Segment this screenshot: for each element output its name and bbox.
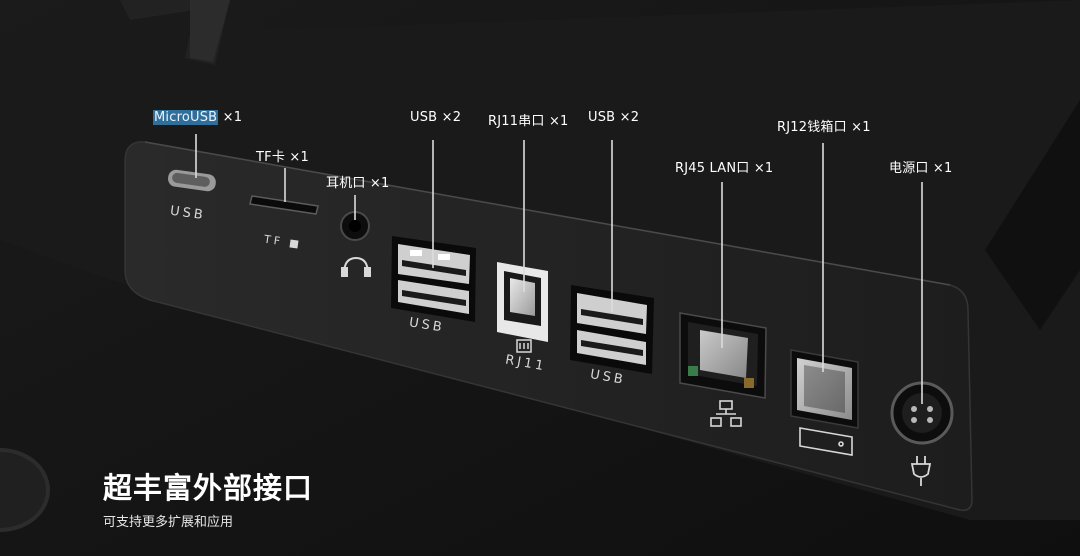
power-plug-icon (910, 456, 932, 486)
earphone-jack (340, 211, 370, 241)
rj45-port (679, 312, 767, 399)
micro-usb-port (168, 169, 216, 192)
subtitle: 可支持更多扩展和应用 (103, 515, 234, 530)
power-port (890, 381, 954, 445)
right-stand (985, 100, 1080, 330)
knob (0, 448, 50, 532)
callout-rj45: RJ45 LAN口 ×1 (675, 161, 774, 176)
callout-rj11: RJ11串口 ×1 (488, 114, 569, 129)
rear-panel (124, 141, 973, 512)
rj12-port (790, 349, 859, 429)
callout-microusb: MicroUSB ×1 (153, 110, 242, 125)
sd-card-icon (289, 239, 299, 249)
callout-usb-2: USB ×2 (588, 110, 640, 125)
tf-card-slot (249, 195, 319, 215)
rj11-port (497, 262, 548, 342)
leader-lines (195, 134, 923, 404)
callout-power: 电源口 ×1 (889, 161, 953, 176)
callout-usb-1: USB ×2 (410, 110, 462, 125)
callout-tf: TF卡 ×1 (256, 150, 309, 165)
callout-microusb-name: MicroUSB (153, 110, 219, 125)
callout-microusb-count: ×1 (218, 110, 243, 125)
rj11-icon (516, 339, 532, 353)
headphone-icon (341, 256, 371, 277)
network-icon (710, 400, 742, 427)
port-label-tf: TF (263, 232, 284, 249)
callout-earphone: 耳机口 ×1 (326, 176, 390, 191)
callout-rj12: RJ12钱箱口 ×1 (777, 120, 871, 135)
headline: 超丰富外部接口 (103, 471, 314, 505)
cash-drawer-icon (799, 427, 853, 456)
usb-port-2 (570, 285, 654, 374)
usb-port-1 (391, 236, 476, 322)
